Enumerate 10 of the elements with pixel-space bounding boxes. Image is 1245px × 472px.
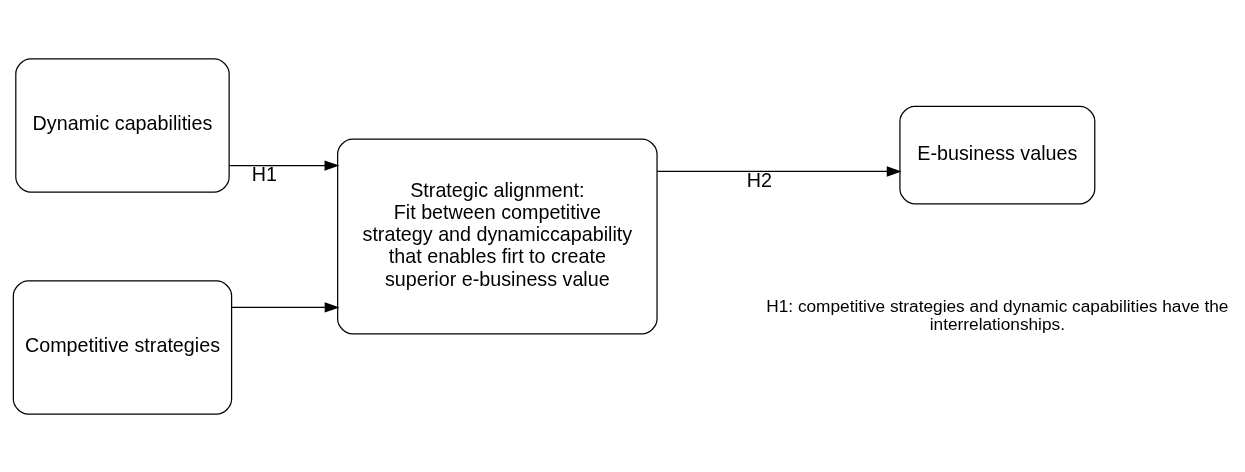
node-box: Competitive strategies	[12, 279, 233, 415]
node-box: Dynamic capabilities	[15, 57, 230, 193]
label: H1: competitive strategies and dynamic capabilities have the interrelationships.	[766, 295, 1229, 334]
arrow	[228, 159, 340, 171]
arrow	[231, 301, 340, 313]
edge-label: H2	[746, 168, 772, 191]
node-box: E-business values	[899, 105, 1096, 204]
arrow	[656, 165, 902, 177]
node-box: Strategic alignment: Fit between competitive strategy and dynamiccapability that enables firt to create superior e-business value	[337, 137, 658, 335]
edge-label: H1	[251, 162, 277, 185]
